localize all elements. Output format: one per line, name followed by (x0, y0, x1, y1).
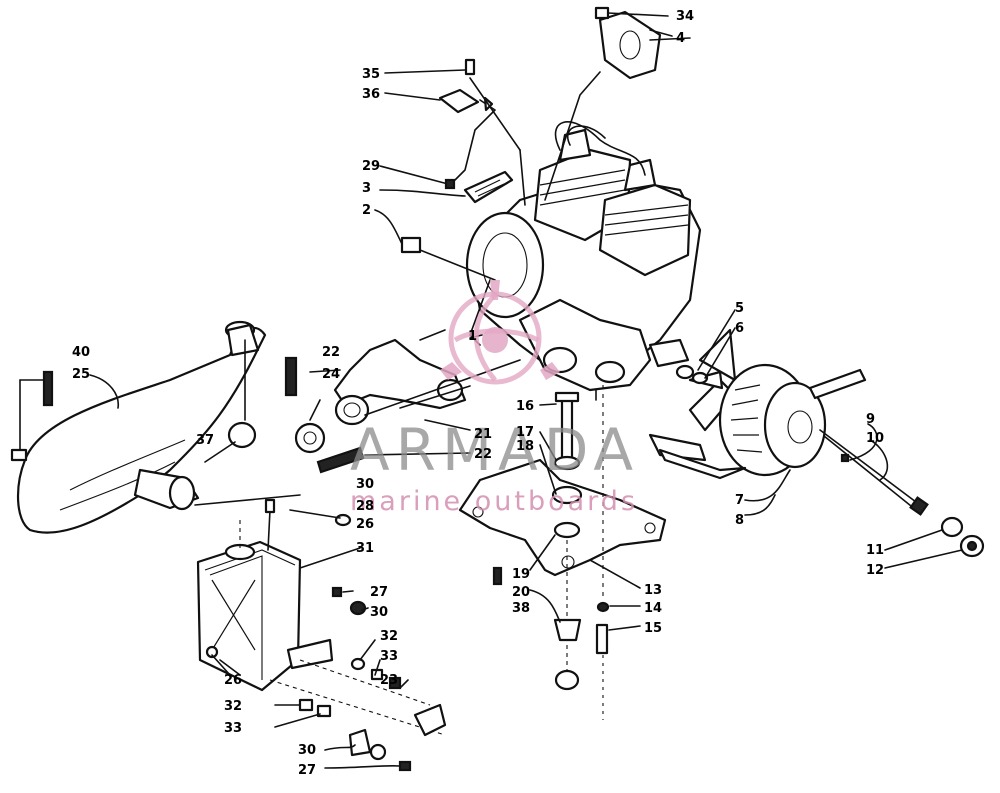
watermark-tagline: marine outboards (350, 486, 638, 517)
callout-27-top: 27 (370, 585, 388, 600)
top-bracket (544, 6, 673, 201)
callout-32-top: 32 (380, 629, 398, 644)
callout-14: 14 (644, 601, 662, 616)
clutch-bolt-set (744, 423, 985, 569)
callout-6: 6 (735, 321, 744, 336)
callout-29: 29 (362, 159, 380, 174)
callout-12: 12 (866, 563, 884, 578)
callout-3: 3 (362, 181, 371, 196)
oil-line-fittings (211, 509, 447, 772)
callout-26-bottom: 26 (224, 673, 242, 688)
callout-28: 28 (356, 499, 374, 514)
callout-9: 9 (866, 412, 875, 427)
callout-32-bottom: 32 (224, 699, 242, 714)
engine-mount-plate (458, 458, 667, 589)
callout-33-top: 33 (380, 649, 398, 664)
engine-brackets (374, 165, 514, 346)
callout-36: 36 (362, 87, 380, 102)
callout-19: 19 (512, 567, 530, 582)
callout-24: 24 (322, 367, 340, 382)
callout-10: 10 (866, 431, 884, 446)
callout-13: 13 (644, 583, 662, 598)
callout-26-top: 26 (356, 517, 374, 532)
callout-7: 7 (735, 493, 744, 508)
callout-22-bottom: 22 (474, 447, 492, 462)
callout-35: 35 (362, 67, 380, 82)
exhaust-muffler (10, 320, 301, 534)
callout-34: 34 (676, 9, 694, 24)
callout-16: 16 (516, 399, 534, 414)
callout-31: 31 (356, 541, 374, 556)
watermark-logo (440, 280, 560, 385)
callout-20: 20 (512, 585, 530, 600)
callout-17: 17 (516, 425, 534, 440)
top-fasteners (384, 58, 526, 206)
watermark-brand: ARMADA (350, 416, 639, 484)
oil-tank (196, 498, 361, 692)
callout-25: 25 (72, 367, 90, 382)
callout-27-bottom: 27 (298, 763, 316, 778)
watermark: ARMADA marine outboards (350, 280, 639, 517)
mount-hardware-stack (492, 385, 641, 720)
callout-18: 18 (516, 439, 534, 454)
drive-clutch (648, 309, 867, 480)
callout-labels: 34 4 35 36 29 3 2 1 5 6 40 25 22 24 16 1… (72, 9, 884, 778)
callout-1: 1 (468, 329, 477, 344)
callout-40: 40 (72, 345, 90, 360)
callout-38: 38 (512, 601, 530, 616)
callout-22-top: 22 (322, 345, 340, 360)
callout-37: 37 (196, 433, 214, 448)
callout-33-bottom: 33 (224, 721, 242, 736)
exhaust-manifold (284, 338, 521, 474)
callout-5: 5 (735, 301, 744, 316)
callout-15: 15 (644, 621, 662, 636)
callout-30-mid: 30 (370, 605, 388, 620)
callout-11: 11 (866, 543, 884, 558)
callout-2: 2 (362, 203, 371, 218)
callout-4: 4 (676, 31, 685, 46)
callout-30-top: 30 (356, 477, 374, 492)
callout-21: 21 (474, 427, 492, 442)
callout-23: 23 (380, 673, 398, 688)
callout-8: 8 (735, 513, 744, 528)
callout-30-bottom: 30 (298, 743, 316, 758)
